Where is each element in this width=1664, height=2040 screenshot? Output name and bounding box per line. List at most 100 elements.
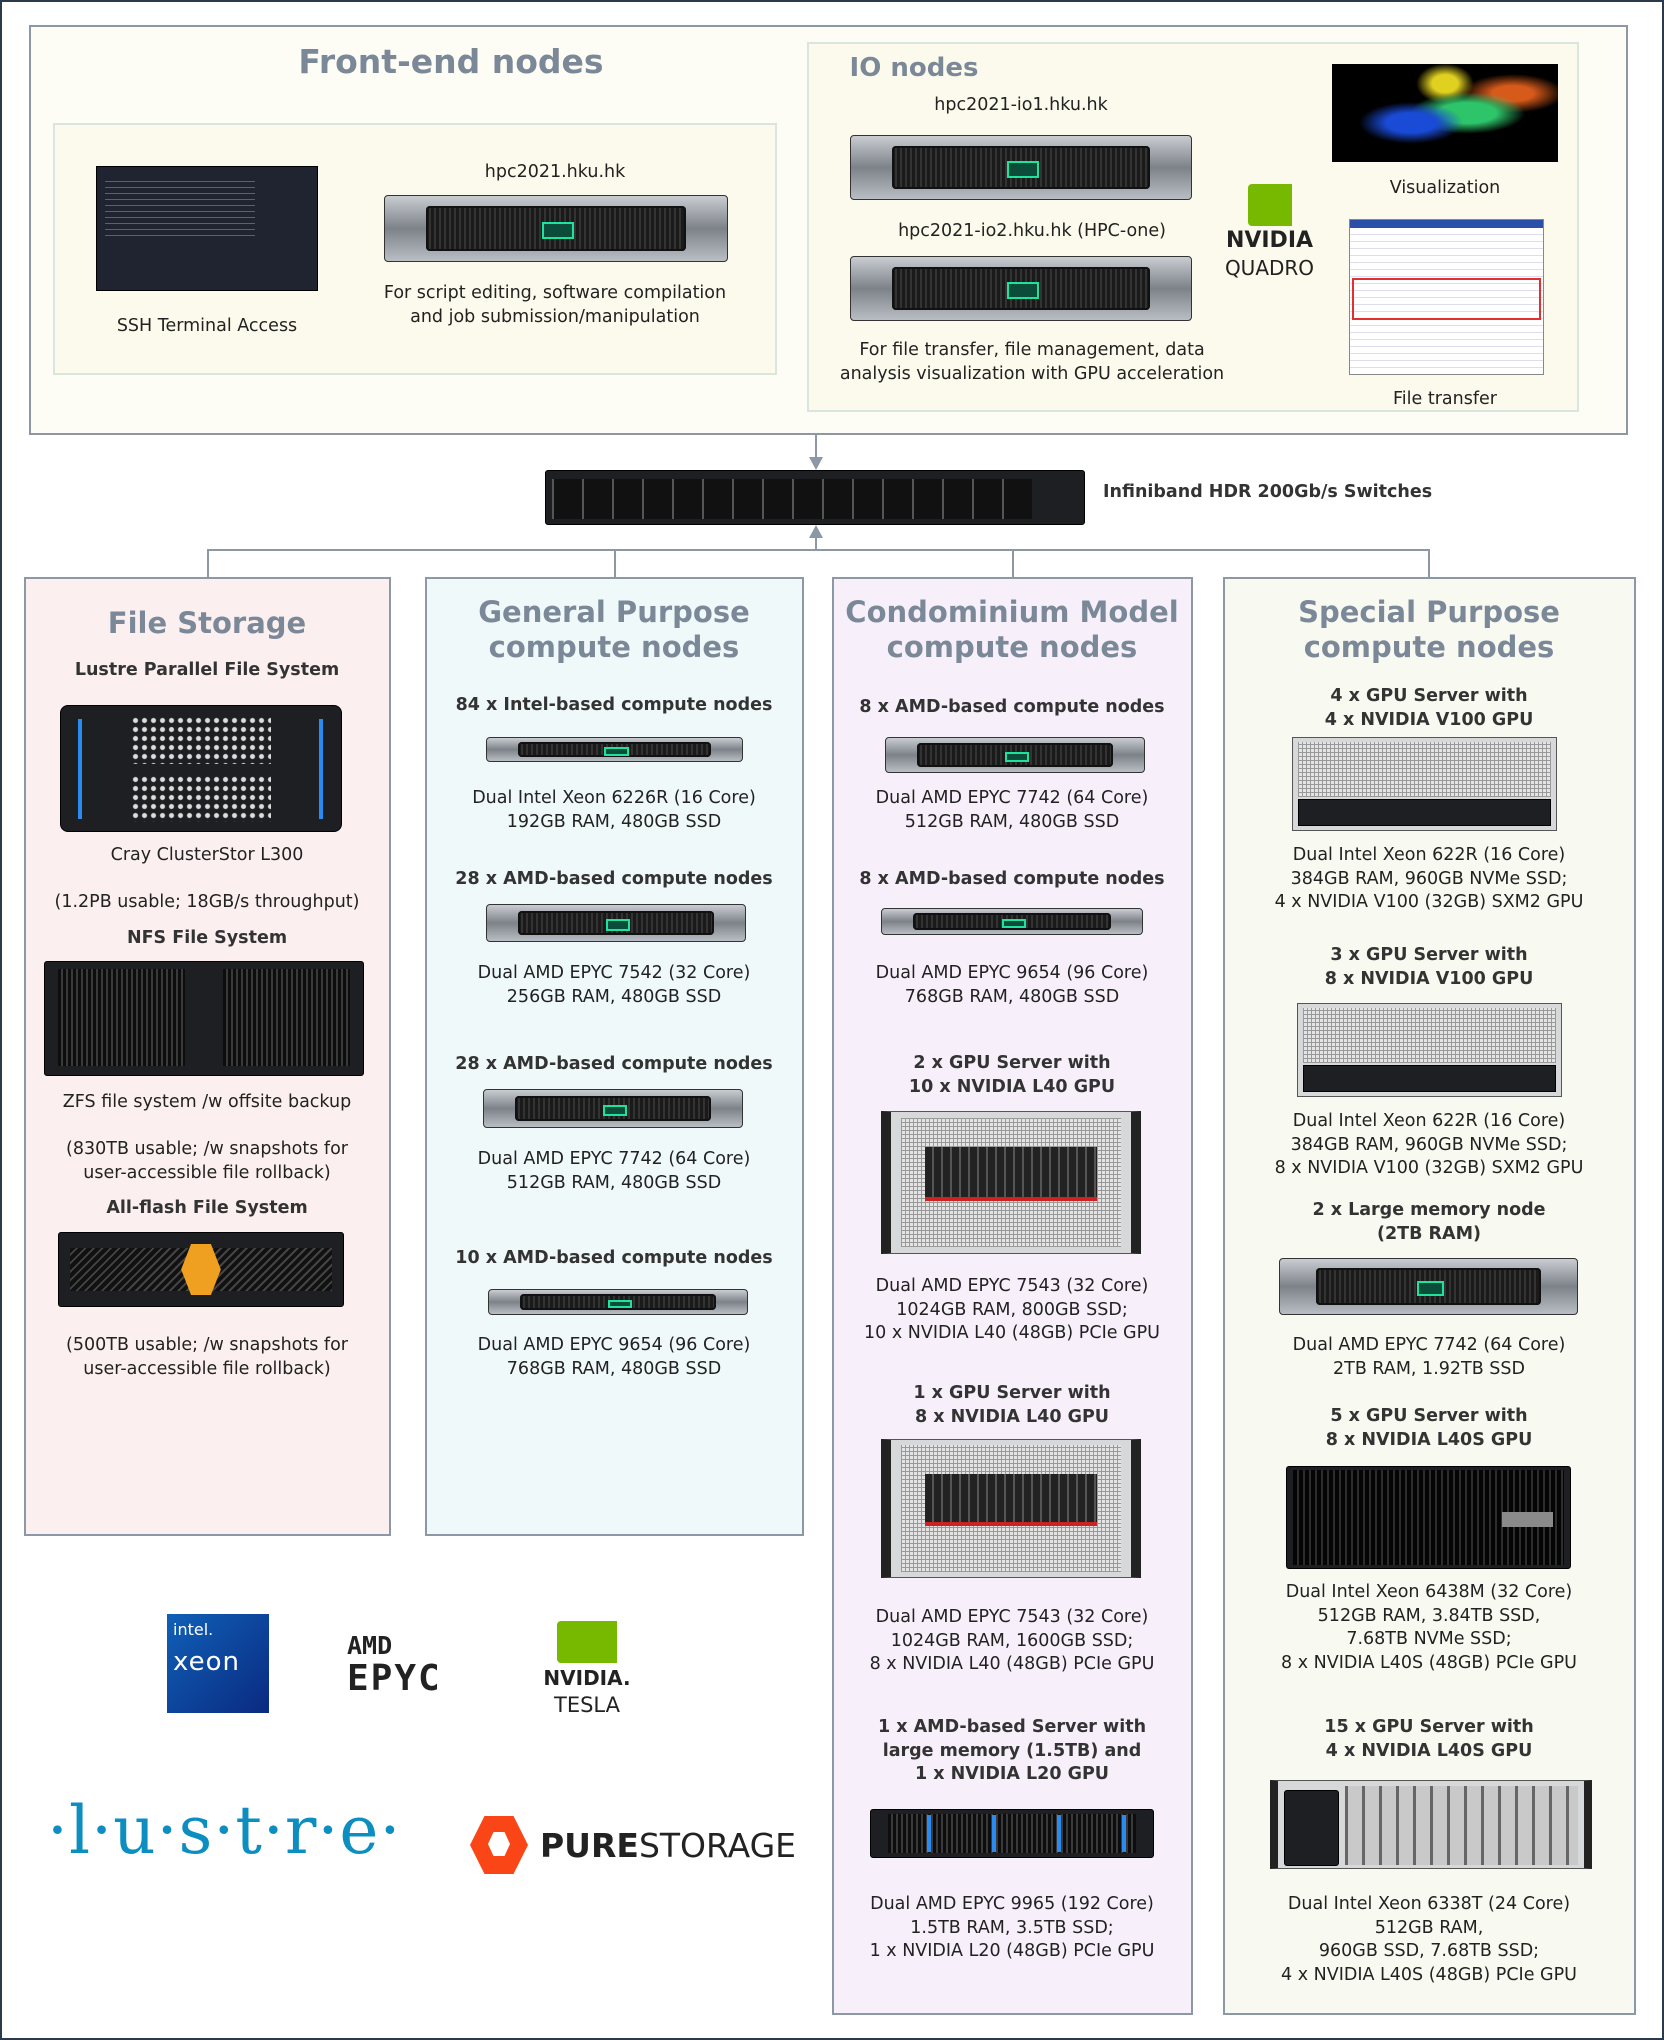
io2-server-image: [850, 256, 1192, 321]
infiniband-switch-label: Infiniband HDR 200Gb/s Switches: [1103, 482, 1433, 502]
item-header: 10 x AMD-based compute nodes: [455, 1248, 773, 1268]
column-title: File Storage: [107, 606, 307, 640]
ssh-terminal-screenshot: [96, 166, 318, 291]
drive-led: [1057, 1814, 1062, 1853]
drive-led: [1121, 1814, 1126, 1853]
nvidia-eye-icon: [557, 1621, 617, 1663]
item-specs: Cray ClusterStor L300 (1.2PB usable; 18G…: [54, 845, 360, 912]
frontend-server-image: [384, 195, 728, 262]
fan-row: [1303, 1064, 1556, 1093]
intel-text: intel.: [173, 1620, 214, 1639]
item-header: 1 x AMD-based Server with large memory (…: [877, 1717, 1147, 1784]
server-image: [486, 737, 743, 762]
io1-hostname: hpc2021-io1.hku.hk: [934, 95, 1108, 115]
frontend-hostname: hpc2021.hku.hk: [484, 162, 626, 182]
item-specs: Dual AMD EPYC 9654 (96 Core) 768GB RAM, …: [875, 963, 1149, 1007]
server-image: [1270, 1780, 1592, 1869]
server-image: [881, 1439, 1141, 1578]
server-image: [486, 904, 746, 942]
column-title: General Purpose compute nodes: [478, 595, 750, 664]
item-specs: Dual Intel Xeon 622R (16 Core) 384GB RAM…: [1274, 1111, 1584, 1178]
io-description: For file transfer, file management, data…: [839, 340, 1225, 384]
item-specs: Dual Intel Xeon 622R (16 Core) 384GB RAM…: [1274, 845, 1584, 912]
arrow-up-icon: [809, 525, 823, 538]
item-header: All-flash File System: [106, 1198, 308, 1218]
item-header: 84 x Intel-based compute nodes: [455, 695, 773, 715]
drive-cage: [1284, 1789, 1340, 1867]
item-header: 1 x GPU Server with 8 x NVIDIA L40 GPU: [913, 1383, 1111, 1427]
visualization-image: [1332, 64, 1558, 162]
pure-text: PURE: [540, 1825, 639, 1865]
server-image: [870, 1809, 1154, 1858]
frontend-title: Front-end nodes: [298, 42, 604, 81]
item-header: 28 x AMD-based compute nodes: [455, 1054, 773, 1074]
server-image: [1297, 1003, 1562, 1097]
nvidia-quadro-logo: NVIDIA QUADRO: [1222, 184, 1317, 284]
frontend-description: For script editing, software compilation…: [383, 283, 727, 327]
hex-logo: [181, 1243, 221, 1296]
storage-text: STORAGE: [638, 1825, 797, 1865]
arrow-down-icon: [809, 457, 823, 470]
item-specs: ZFS file system /w offsite backup (830TB…: [62, 1092, 352, 1183]
drive-bays: [887, 1813, 1137, 1854]
io2-hostname: hpc2021-io2.hku.hk (HPC-one): [898, 221, 1166, 241]
intel-xeon-logo: intel. xeon: [167, 1614, 269, 1713]
xeon-text: xeon: [173, 1647, 240, 1677]
item-specs: Dual Intel Xeon 6438M (32 Core) 512GB RA…: [1281, 1582, 1577, 1673]
amd-text: AMD: [347, 1631, 393, 1660]
gpu-cards: [924, 1147, 1098, 1201]
file-transfer-label: File transfer: [1393, 389, 1497, 409]
server-image: [881, 1111, 1141, 1254]
mesh: [1303, 1007, 1556, 1063]
connector-drop: [1428, 549, 1430, 577]
connector-drop: [614, 549, 616, 577]
server-image: [483, 1089, 743, 1128]
server-image: [885, 737, 1145, 773]
vent: [223, 968, 351, 1066]
column-panel: [832, 577, 1193, 2015]
ssh-terminal-label: SSH Terminal Access: [116, 316, 298, 336]
column-title: Special Purpose compute nodes: [1298, 595, 1560, 664]
server-image: [60, 705, 342, 832]
infiniband-switch-image: [545, 470, 1085, 525]
item-header: 2 x GPU Server with 10 x NVIDIA L40 GPU: [908, 1053, 1116, 1097]
gpu-cards: [924, 1474, 1098, 1527]
item-specs: Dual AMD EPYC 7543 (32 Core) 1024GB RAM,…: [869, 1607, 1155, 1674]
item-header: 28 x AMD-based compute nodes: [455, 869, 773, 889]
io1-server-image: [850, 135, 1192, 200]
drive-led: [927, 1814, 932, 1853]
led-strip: [77, 718, 82, 819]
item-header: 15 x GPU Server with 4 x NVIDIA L40S GPU: [1324, 1717, 1534, 1761]
vent: [57, 968, 185, 1066]
item-header: NFS File System: [126, 928, 288, 948]
item-header: Lustre Parallel File System: [74, 660, 340, 680]
item-header: 2 x Large memory node (2TB RAM): [1312, 1200, 1546, 1244]
drive-led: [992, 1814, 997, 1853]
connector-drop: [1012, 549, 1014, 577]
connector-drop: [207, 549, 209, 577]
brand-plate: [1502, 1512, 1554, 1527]
column-title: Condominium Model compute nodes: [845, 595, 1179, 664]
nvidia-tesla-logo: NVIDIA. TESLA: [537, 1621, 637, 1717]
tesla-text: TESLA: [554, 1693, 620, 1717]
server-image: [1286, 1466, 1571, 1569]
server-image: [488, 1289, 748, 1315]
item-specs: Dual AMD EPYC 7742 (64 Core) 2TB RAM, 1.…: [1292, 1335, 1566, 1379]
file-transfer-screenshot: [1349, 219, 1544, 375]
item-header: 3 x GPU Server with 8 x NVIDIA V100 GPU: [1324, 945, 1534, 989]
pcie-slots: [1345, 1786, 1578, 1865]
item-specs: Dual AMD EPYC 7742 (64 Core) 512GB RAM, …: [477, 1149, 751, 1193]
item-header: 8 x AMD-based compute nodes: [859, 697, 1165, 717]
nvidia-text: NVIDIA.: [543, 1666, 631, 1690]
item-specs: Dual AMD EPYC 7542 (32 Core) 256GB RAM, …: [477, 963, 751, 1007]
purestorage-hex-icon: [470, 1816, 528, 1874]
item-specs: Dual AMD EPYC 9965 (192 Core) 1.5TB RAM,…: [869, 1894, 1155, 1961]
dots-pattern: [131, 716, 271, 764]
lustre-logo: ·l·u·s·t·r·e·: [47, 1792, 402, 1869]
led-strip: [318, 718, 323, 819]
mesh: [1298, 741, 1551, 797]
server-image: [1292, 737, 1557, 831]
connector-bus: [207, 549, 1430, 551]
item-specs: (500TB usable; /w snapshots for user-acc…: [66, 1335, 348, 1379]
